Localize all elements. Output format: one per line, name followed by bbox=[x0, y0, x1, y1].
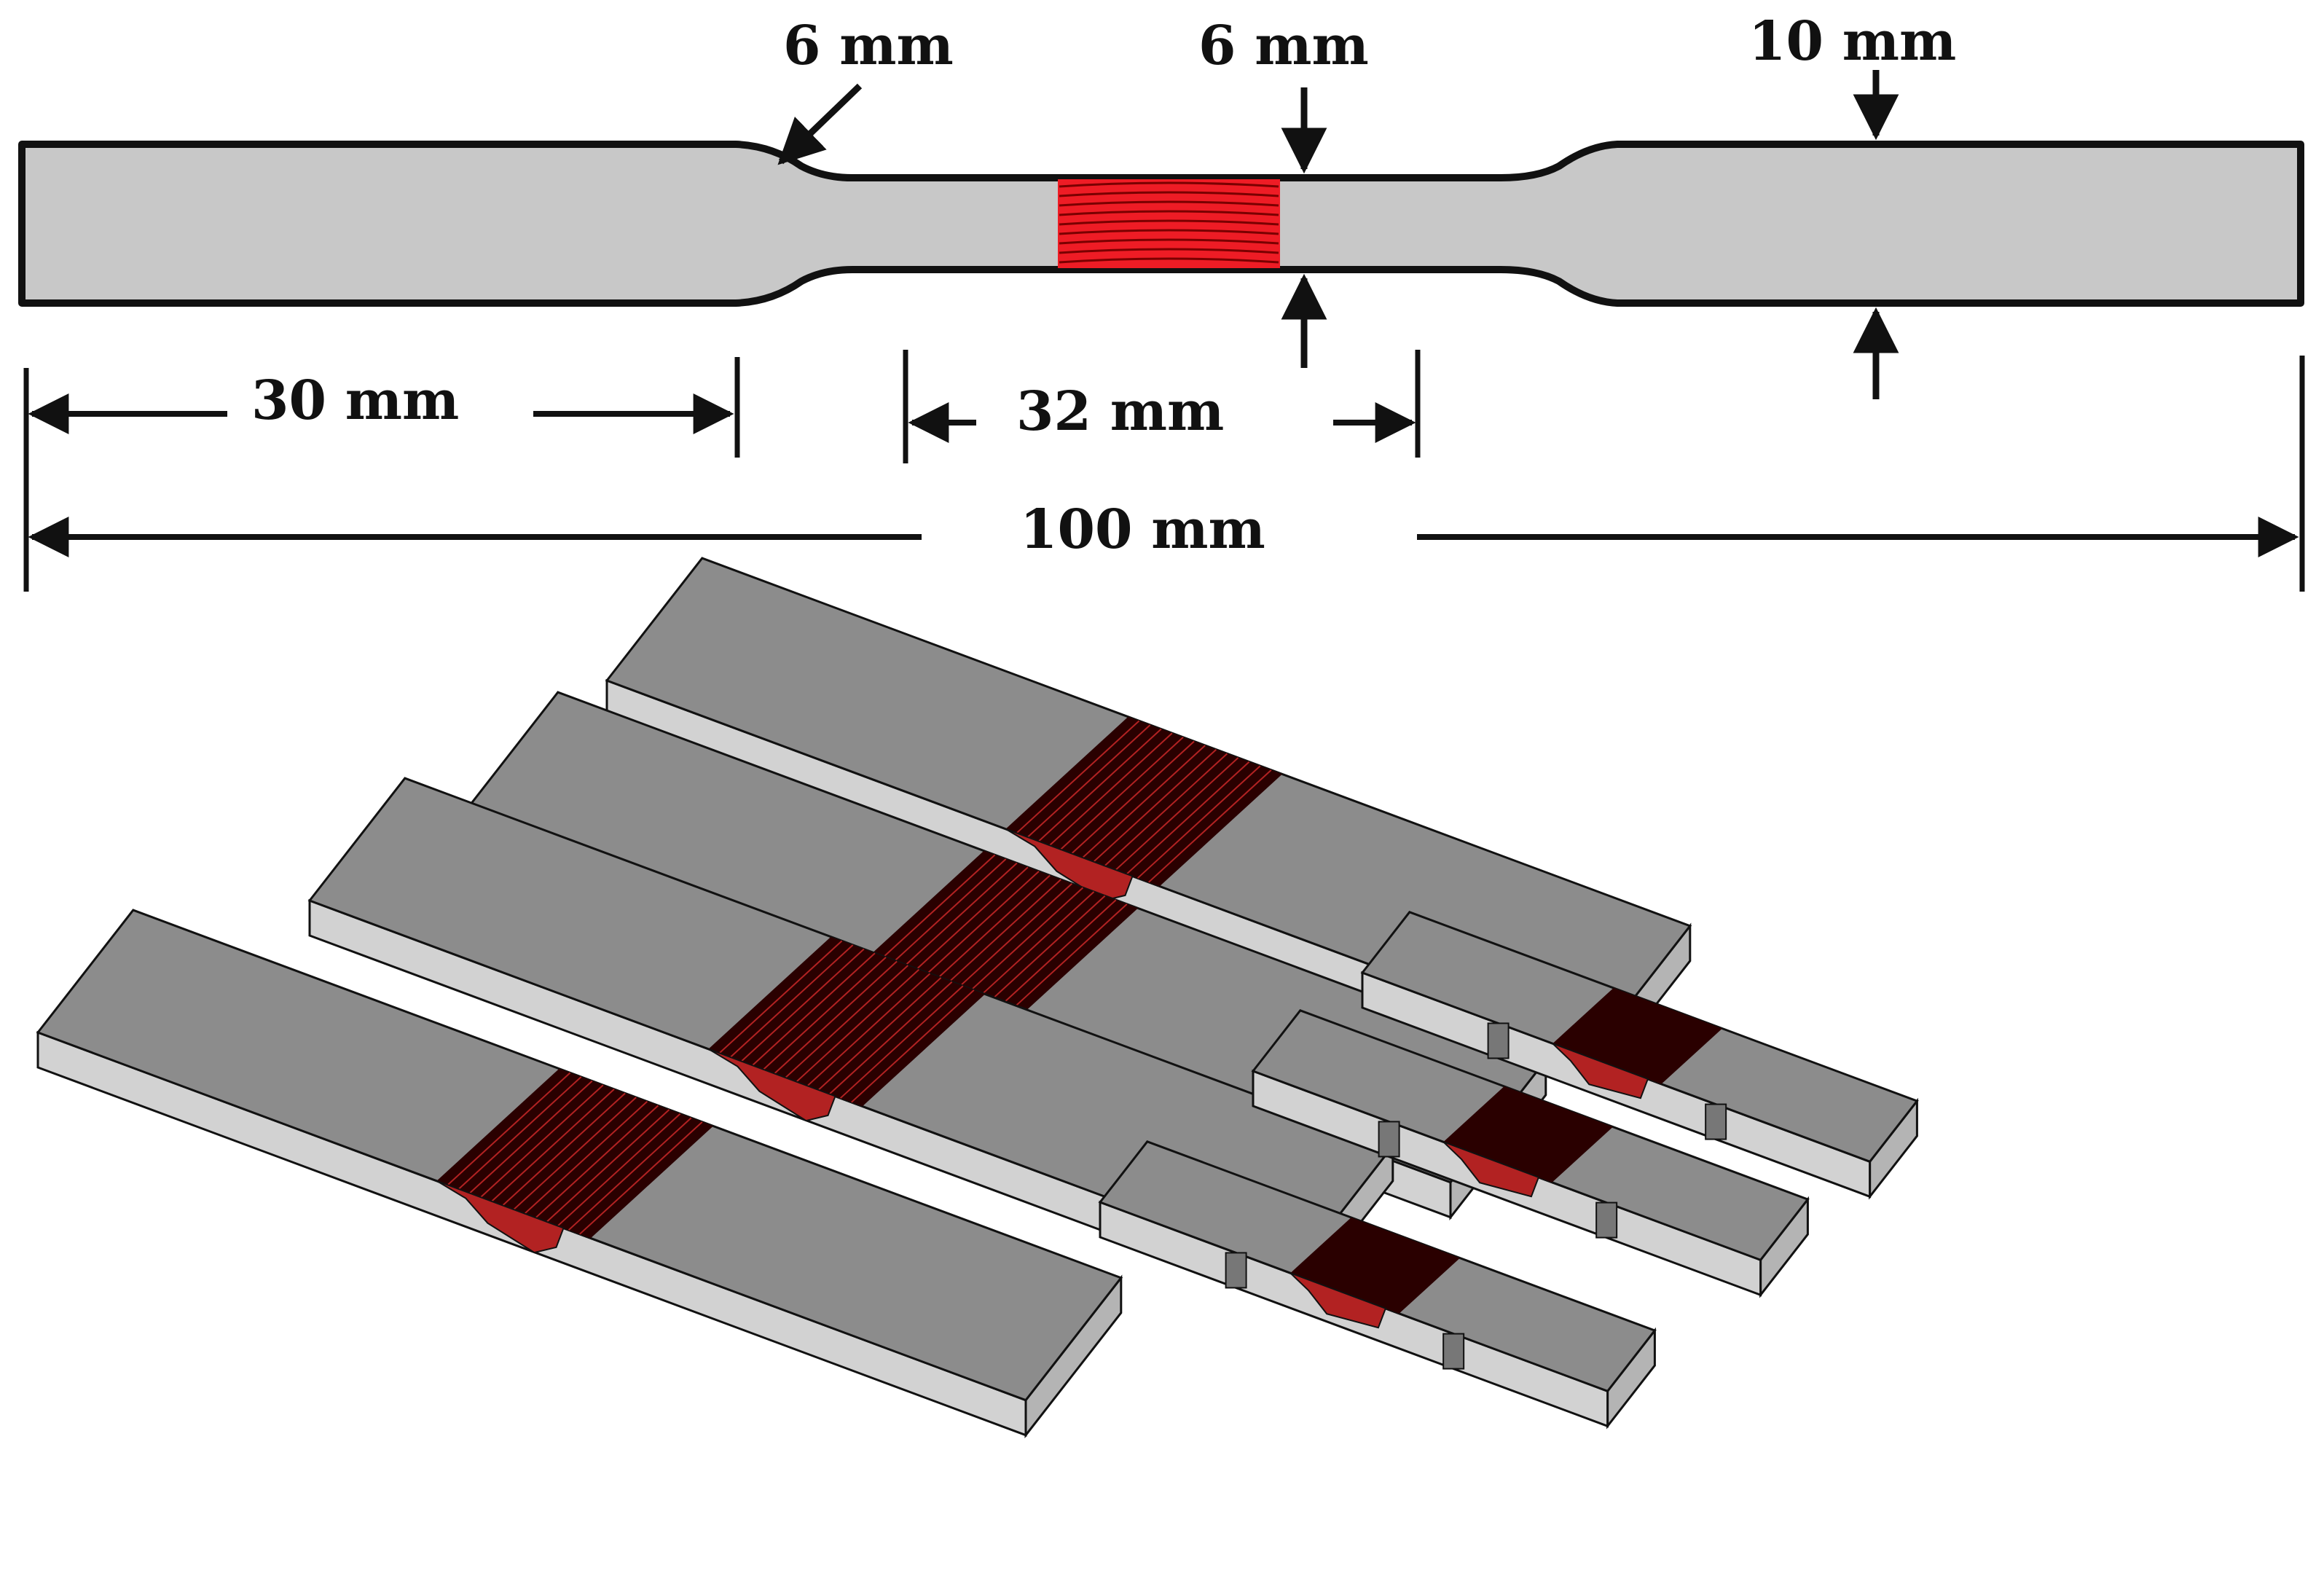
plate-weld-ripple bbox=[894, 862, 1018, 976]
plate-weld-ripple bbox=[752, 952, 876, 1066]
tensile-specimen-3d bbox=[1360, 911, 1919, 1200]
plate-weld-ripple bbox=[579, 1121, 703, 1235]
plate-weld-ripple bbox=[949, 882, 1073, 997]
plate-weld-ripple bbox=[1038, 728, 1162, 842]
plate-weld-ripple bbox=[1049, 732, 1173, 846]
plate-weld-ripple bbox=[851, 989, 975, 1103]
plate-weld-ripple bbox=[1016, 720, 1140, 834]
specimen-weld-band bbox=[1290, 1218, 1460, 1314]
plate-weld-ripple bbox=[458, 1076, 582, 1190]
weld-bead-line bbox=[1059, 238, 1279, 245]
plate-weld-ripple bbox=[1115, 757, 1239, 871]
plate-weld-ripple bbox=[1148, 769, 1272, 883]
specimen-shoulder bbox=[1595, 1201, 1618, 1239]
plate-weld-ripple bbox=[882, 858, 1007, 972]
gauge-width-label: 6 mm bbox=[1198, 15, 1369, 77]
plate-weld-ripple bbox=[513, 1097, 637, 1210]
weld-bead-line bbox=[1059, 200, 1279, 207]
total-length-label: 100 mm bbox=[1020, 498, 1265, 561]
plate-weld-ripple bbox=[568, 1117, 692, 1231]
grip-width-label: 10 mm bbox=[1748, 10, 1956, 73]
plate-weld-ripple bbox=[796, 968, 920, 1083]
fillet-radius-label: 6 mm bbox=[783, 15, 954, 77]
plate-weld-ripple bbox=[992, 899, 1117, 1013]
specimen-shoulder bbox=[1487, 1022, 1510, 1059]
plate-weld-ripple bbox=[839, 985, 964, 1099]
plate-weld-ripple bbox=[1126, 761, 1250, 875]
plate-weld-ripple bbox=[938, 879, 1061, 992]
specimen-shoulder bbox=[1225, 1252, 1247, 1289]
specimen-weld-band bbox=[1443, 1086, 1613, 1183]
weld-bead-line bbox=[1059, 248, 1279, 254]
weld-bead-line bbox=[1059, 219, 1279, 226]
specimen-weld-section bbox=[1552, 1043, 1649, 1099]
plate-weld-ripple bbox=[1071, 740, 1195, 855]
plate-weld-ripple bbox=[1104, 753, 1228, 867]
plate-weld-ripple bbox=[927, 874, 1051, 989]
plate-weld-ripple bbox=[729, 944, 854, 1058]
plate-weld-ripple bbox=[480, 1084, 604, 1198]
specimen-shoulder bbox=[1442, 1333, 1465, 1370]
plate-weld-ripple bbox=[959, 887, 1084, 1001]
tensile-specimen-3d bbox=[1251, 1009, 1810, 1298]
plate-weld-ripple bbox=[970, 891, 1095, 1005]
welded-plates-3d-illustration bbox=[36, 557, 1919, 1439]
specimen-weld-section bbox=[1442, 1141, 1540, 1198]
fillet-radius-arrow bbox=[777, 83, 863, 165]
plate-weld-ripple bbox=[828, 981, 953, 1095]
specimen-weld-section bbox=[1289, 1272, 1387, 1329]
weld-bead-line bbox=[1059, 210, 1279, 216]
weld-bead-line bbox=[1059, 229, 1279, 235]
plate-weld-ripple bbox=[447, 1072, 571, 1186]
plate-weld-ripple bbox=[871, 854, 996, 968]
plate-weld-ripple bbox=[546, 1109, 670, 1223]
plate-weld-ripple bbox=[763, 957, 887, 1070]
welded-plate bbox=[36, 909, 1123, 1439]
specimen-weld-band bbox=[1552, 988, 1722, 1084]
plate-weld-section bbox=[707, 1048, 836, 1122]
tensile-specimen-3d bbox=[1098, 1140, 1657, 1430]
specimen-2d-drawing: 6 mm 6 mm 10 mm 30 mm 32 mm 100 mm bbox=[18, 10, 2305, 592]
plate-weld-ripple bbox=[469, 1080, 593, 1194]
grip-length-label: 30 mm bbox=[251, 369, 459, 432]
plate-weld-ripple bbox=[502, 1092, 626, 1207]
weld-bead-line bbox=[1059, 181, 1279, 188]
plate-weld-ripple bbox=[806, 973, 931, 1087]
weld-bead-line bbox=[1059, 257, 1279, 264]
plate-weld-ripple bbox=[1093, 748, 1217, 863]
plate-weld-ripple bbox=[905, 866, 1029, 980]
specimen-shoulder bbox=[1705, 1103, 1727, 1140]
gauge-length-label: 32 mm bbox=[1016, 380, 1224, 443]
plate-weld-ripple bbox=[774, 960, 898, 1075]
plate-weld-ripple bbox=[1082, 745, 1206, 858]
plate-weld-ripple bbox=[1137, 765, 1261, 879]
plate-weld-ripple bbox=[718, 940, 843, 1054]
plate-weld-section bbox=[436, 1180, 565, 1254]
weld-bead-lines bbox=[1059, 181, 1279, 264]
plate-weld-ripple bbox=[1026, 724, 1151, 838]
plate-weld-ripple bbox=[1060, 737, 1184, 850]
plate-weld-ripple bbox=[535, 1105, 659, 1219]
plate-weld-ripple bbox=[981, 895, 1106, 1009]
specimen-shoulder bbox=[1378, 1121, 1400, 1158]
plate-weld-ripple bbox=[524, 1100, 648, 1215]
plate-weld-ripple bbox=[557, 1113, 681, 1227]
plate-weld-ripple bbox=[741, 948, 865, 1062]
weld-bead-line bbox=[1059, 191, 1279, 197]
plate-weld-ripple bbox=[785, 965, 908, 1078]
plate-weld-ripple bbox=[1004, 903, 1128, 1017]
plate-weld-ripple bbox=[916, 871, 1040, 984]
plate-weld-ripple bbox=[491, 1089, 615, 1202]
plate-weld-ripple bbox=[817, 977, 942, 1091]
